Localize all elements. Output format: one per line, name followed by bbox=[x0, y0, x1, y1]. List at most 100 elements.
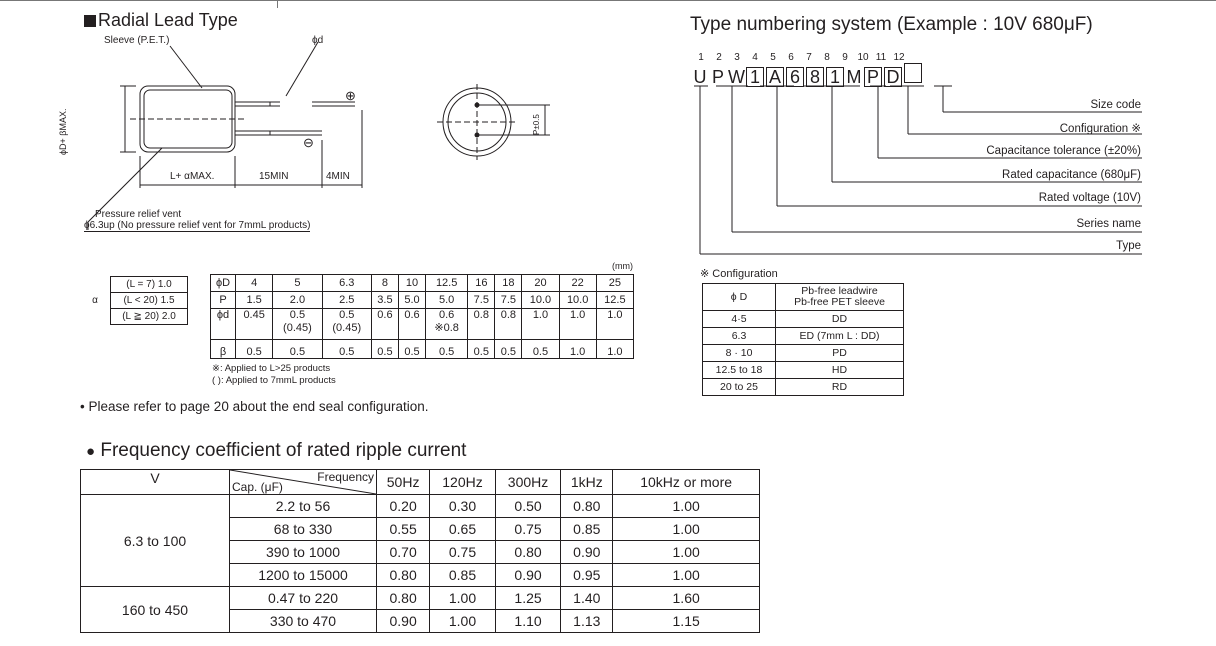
frequency-column-header: 300Hz bbox=[494, 469, 562, 495]
coefficient-cell: 1.13 bbox=[560, 609, 614, 633]
coefficient-cell: 1.00 bbox=[612, 540, 760, 564]
coefficient-cell: 0.80 bbox=[494, 540, 562, 564]
dims-cell: 5.0 bbox=[397, 291, 427, 309]
minus-terminal-icon: ⊖ bbox=[303, 135, 314, 150]
dims-cell: 5.0 bbox=[424, 291, 469, 309]
coefficient-cell: 0.75 bbox=[429, 540, 496, 564]
coefficient-cell: 1.40 bbox=[560, 586, 614, 610]
top-rule bbox=[0, 0, 1216, 1]
capacitance-range: 2.2 to 56 bbox=[229, 494, 377, 518]
frequency-title: ● Frequency coefficient of rated ripple … bbox=[86, 440, 466, 462]
dims-cell: 20 bbox=[521, 274, 560, 292]
coefficient-cell: 1.15 bbox=[612, 609, 760, 633]
dims-cell: 0.45 bbox=[235, 308, 274, 340]
pressure-vent-note: ϕ6.3up (No pressure relief vent for 7mmL… bbox=[84, 220, 311, 232]
dims-cell: 7.5 bbox=[467, 291, 496, 309]
coefficient-cell: 0.50 bbox=[494, 494, 562, 518]
coefficient-cell: 0.95 bbox=[560, 563, 614, 587]
dims-cell: 25 bbox=[595, 274, 635, 292]
dims-cell: 18 bbox=[494, 274, 523, 292]
coefficient-cell: 0.80 bbox=[560, 494, 614, 518]
position-number: 7 bbox=[806, 52, 812, 63]
radial-title: Radial Lead Type bbox=[84, 10, 238, 31]
type-code-char: 1 bbox=[746, 67, 764, 87]
dims-cell: 1.0 bbox=[558, 339, 597, 359]
frequency-column-header: 1kHz bbox=[560, 469, 614, 495]
type-code-char bbox=[904, 63, 922, 83]
lead-length-label: 15MIN bbox=[259, 171, 289, 182]
sleeve-label: Sleeve (P.E.T.) bbox=[104, 35, 170, 46]
capacitance-range: 0.47 to 220 bbox=[229, 586, 377, 610]
configuration-header: ϕ D bbox=[702, 283, 776, 311]
configuration-label: Configuration ※ bbox=[1059, 123, 1141, 135]
dims-cell: 0.5 bbox=[321, 339, 372, 359]
position-number: 9 bbox=[842, 52, 848, 63]
radial-title-text: Radial Lead Type bbox=[98, 10, 238, 30]
coefficient-cell: 0.80 bbox=[375, 563, 431, 587]
dims-cell: 1.5 bbox=[235, 291, 274, 309]
size-code-label: Size code bbox=[1090, 99, 1141, 111]
coefficient-cell: 1.25 bbox=[494, 586, 562, 610]
dims-cell: 7.5 bbox=[494, 291, 523, 309]
dims-cell: 0.5 bbox=[397, 339, 427, 359]
type-code-char: M bbox=[846, 67, 862, 87]
pitch-label: P±0.5 bbox=[532, 114, 541, 135]
dims-cell: 0.6 ※0.8 bbox=[424, 308, 469, 340]
top-rule-tick bbox=[277, 0, 278, 8]
dims-cell: 1.0 bbox=[595, 308, 635, 340]
configuration-cell: 4·5 bbox=[702, 310, 776, 328]
position-number: 4 bbox=[752, 52, 758, 63]
coefficient-cell: 1.00 bbox=[612, 563, 760, 587]
voltage-range: 160 to 450 bbox=[80, 586, 230, 633]
unit-label: (mm) bbox=[612, 261, 633, 271]
capacitance-range: 330 to 470 bbox=[229, 609, 377, 633]
tolerance-label: Capacitance tolerance (±20%) bbox=[986, 145, 1141, 157]
dims-cell: 0.5 bbox=[272, 339, 323, 359]
coefficient-cell: 0.90 bbox=[494, 563, 562, 587]
dims-cell: 8 bbox=[370, 274, 399, 292]
coefficient-cell: 0.70 bbox=[375, 540, 431, 564]
rated-voltage-label: Rated voltage (10V) bbox=[1038, 192, 1141, 204]
voltage-range: 6.3 to 100 bbox=[80, 494, 230, 587]
coefficient-cell: 0.80 bbox=[375, 586, 431, 610]
dims-cell: 22 bbox=[558, 274, 597, 292]
dims-cell: 0.6 bbox=[370, 308, 399, 340]
coefficient-cell: 0.65 bbox=[429, 517, 496, 541]
dims-row-header: ϕd bbox=[209, 308, 237, 340]
dims-cell: 10.0 bbox=[521, 291, 560, 309]
lead-end-length-label: 4MIN bbox=[326, 171, 350, 182]
length-dimension-label: L+ αMAX. bbox=[170, 171, 215, 182]
configuration-cell: 6.3 bbox=[702, 327, 776, 345]
configuration-cell: 12.5 to 18 bbox=[702, 361, 776, 379]
position-number: 10 bbox=[857, 52, 869, 63]
pressure-vent-label: Pressure relief vent bbox=[95, 209, 182, 220]
dims-cell: 1.0 bbox=[521, 308, 560, 340]
dims-note-2: ( ): Applied to 7mmL products bbox=[212, 375, 336, 386]
dims-cell: 10 bbox=[397, 274, 427, 292]
rated-capacitance-label: Rated capacitance (680μF) bbox=[1002, 169, 1141, 181]
dims-cell: 6.3 bbox=[321, 274, 372, 292]
bullet-icon: ● bbox=[86, 443, 96, 460]
coefficient-cell: 0.75 bbox=[494, 517, 562, 541]
dims-cell: 12.5 bbox=[424, 274, 469, 292]
coefficient-cell: 1.00 bbox=[429, 586, 496, 610]
capacitor-dimension-drawing bbox=[87, 41, 363, 230]
dims-cell: 5 bbox=[272, 274, 323, 292]
capacitance-range: 390 to 1000 bbox=[229, 540, 377, 564]
frequency-header-label: Frequency bbox=[317, 470, 374, 484]
end-seal-note: • Please refer to page 20 about the end … bbox=[80, 399, 429, 414]
position-number: 12 bbox=[893, 52, 905, 63]
series-name-label: Series name bbox=[1076, 218, 1141, 230]
dims-cell: 0.5 (0.45) bbox=[272, 308, 323, 340]
